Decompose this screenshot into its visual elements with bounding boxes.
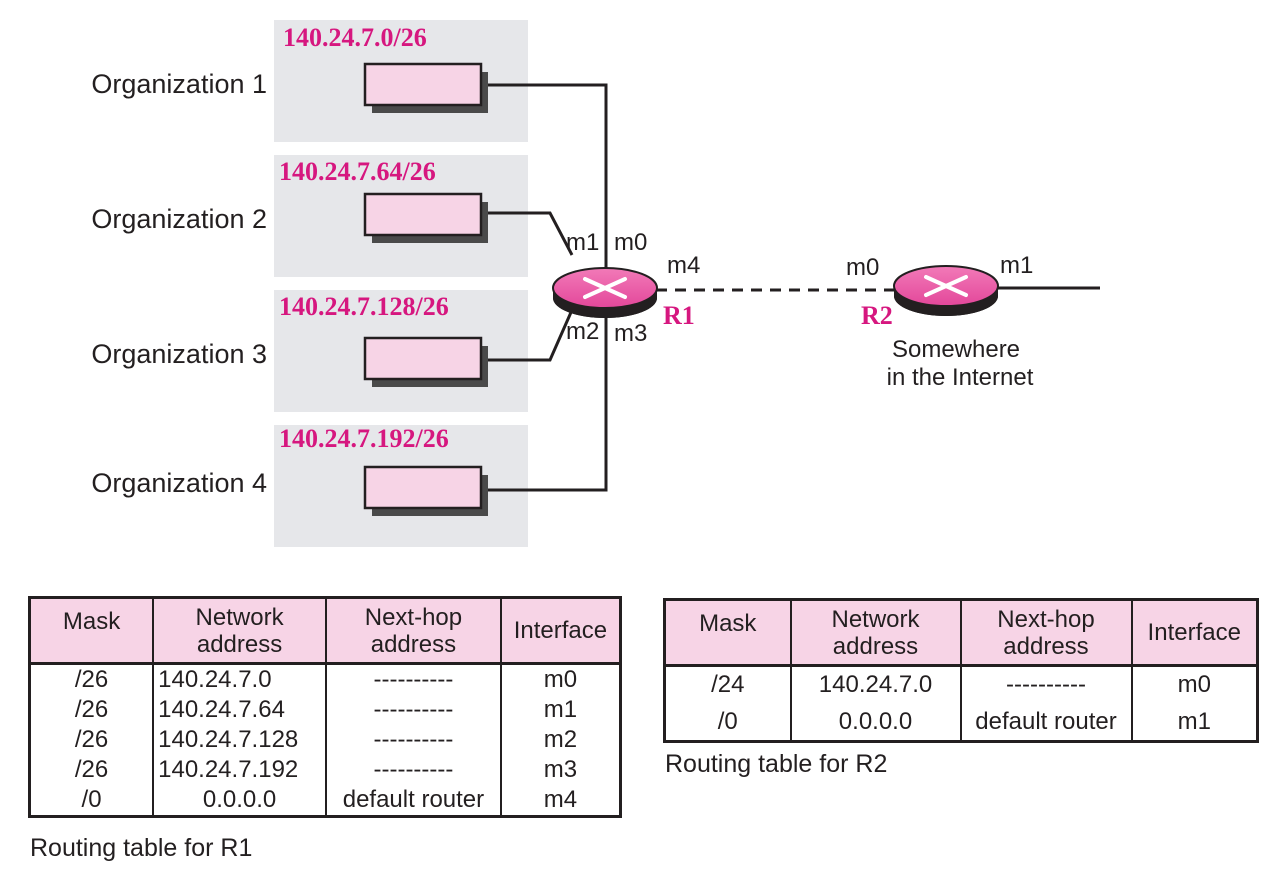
cell-nexthop: ---------- — [325, 663, 501, 695]
org1-address: 140.24.7.0/26 — [283, 23, 427, 52]
org2-lan-box — [363, 192, 488, 243]
org1-label: Organization 1 — [91, 69, 267, 99]
table-row: /26 140.24.7.64 ---------- m1 — [30, 695, 621, 725]
cell-network: 0.0.0.0 — [789, 703, 961, 742]
r2-port-m0: m0 — [846, 254, 879, 281]
r1-port-m3: m3 — [614, 320, 647, 347]
cell-interface: m4 — [499, 785, 621, 817]
cell-mask: /0 — [717, 707, 738, 735]
header-mask: Mask — [29, 597, 154, 665]
org1-lan-box — [363, 62, 488, 113]
cell-network: 140.24.7.192 — [152, 755, 326, 785]
cell-mask: /26 — [74, 726, 109, 753]
org4-label: Organization 4 — [91, 468, 267, 498]
org4-link — [481, 304, 608, 492]
table-row: /26 140.24.7.0 ---------- m0 — [30, 663, 621, 695]
r1-port-m4: m4 — [667, 252, 700, 279]
org3-label: Organization 3 — [91, 339, 267, 369]
r1-label: R1 — [663, 301, 695, 330]
cell-mask: /26 — [74, 666, 109, 693]
cell-nexthop: ---------- — [325, 695, 501, 725]
cell-interface: m0 — [1130, 665, 1258, 704]
table-row: /26 140.24.7.192 ---------- m3 — [30, 755, 621, 785]
cell-mask: /26 — [74, 756, 109, 783]
cell-nexthop: default router — [959, 703, 1132, 742]
cell-network: 140.24.7.0 — [789, 665, 961, 704]
org4-address: 140.24.7.192/26 — [279, 424, 449, 453]
cell-nexthop: ---------- — [959, 665, 1132, 704]
org2-address: 140.24.7.64/26 — [279, 157, 436, 186]
org3-lan-box — [363, 336, 488, 387]
cell-mask: /24 — [711, 671, 745, 699]
r2-caption-line2: in the Internet — [887, 364, 1034, 391]
r2-label: R2 — [861, 301, 893, 330]
network-diagram: Organization 1 Organization 2 Organizati… — [91, 20, 1100, 547]
r1-port-m1: m1 — [566, 229, 599, 256]
org2-label: Organization 2 — [91, 204, 267, 234]
cell-interface: m1 — [499, 695, 621, 725]
router-r1-icon — [552, 267, 658, 318]
routing-table-r1-caption: Routing table for R1 — [30, 834, 253, 862]
cell-network: 140.24.7.128 — [152, 725, 326, 755]
r2-caption-line1: Somewhere — [892, 336, 1020, 363]
cell-interface: m3 — [499, 755, 621, 785]
connections — [481, 83, 1100, 492]
header-interface: Interface — [1130, 599, 1258, 667]
cell-network: 0.0.0.0 — [152, 785, 326, 817]
cell-interface: m0 — [499, 663, 621, 695]
cell-interface: m1 — [1130, 703, 1258, 742]
header-mask: Mask — [664, 599, 791, 667]
cell-mask: /0 — [81, 786, 102, 813]
cell-nexthop: ---------- — [325, 755, 501, 785]
org3-link — [481, 309, 574, 362]
cell-mask: /26 — [74, 696, 109, 723]
org4-lan-box — [363, 465, 488, 516]
cell-nexthop: default router — [325, 785, 501, 817]
cell-nexthop: ---------- — [325, 725, 501, 755]
r2-port-m1: m1 — [1000, 252, 1033, 279]
table-row: /0 0.0.0.0 default router m1 — [665, 703, 1258, 742]
org2-link — [481, 211, 574, 256]
router-r2-icon — [893, 265, 999, 316]
org1-link — [481, 83, 608, 272]
table-row: /26 140.24.7.128 ---------- m2 — [30, 725, 621, 755]
r1-port-m0: m0 — [614, 229, 647, 256]
org3-address: 140.24.7.128/26 — [279, 292, 449, 321]
routing-table-r2-caption: Routing table for R2 — [665, 750, 888, 778]
table-row: /24 140.24.7.0 ---------- m0 — [665, 665, 1258, 704]
cell-network: 140.24.7.0 — [152, 663, 326, 695]
cell-interface: m2 — [499, 725, 621, 755]
table-row: /0 0.0.0.0 default router m4 — [30, 785, 621, 817]
cell-network: 140.24.7.64 — [152, 695, 326, 725]
header-interface: Interface — [499, 597, 621, 665]
r1-port-m2: m2 — [566, 318, 599, 345]
